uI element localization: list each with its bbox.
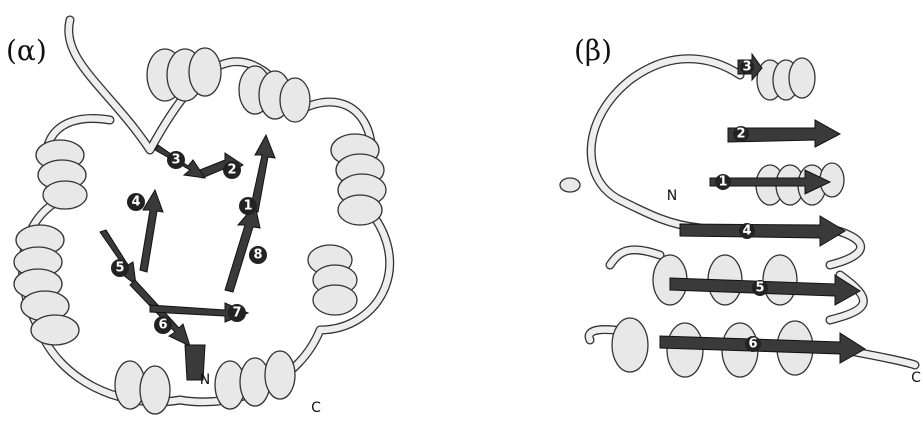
alpha-strand-label-1: 1 xyxy=(243,199,252,214)
helix-lower-right xyxy=(308,245,357,315)
panel-alpha: (α) xyxy=(0,0,470,430)
beta-loops xyxy=(560,59,915,365)
panel-beta: (β) xyxy=(470,0,923,430)
alpha-strand-label-7: 7 xyxy=(232,306,241,321)
beta-c-terminus: C xyxy=(911,370,921,386)
alpha-c-terminus: C xyxy=(311,400,321,416)
beta-strand-label-5: 5 xyxy=(755,281,764,296)
alpha-strand-label-4: 4 xyxy=(131,195,140,210)
beta-strand-4-arrow xyxy=(680,216,845,246)
helix-top-left xyxy=(147,48,221,101)
beta-strand-label-6: 6 xyxy=(748,337,757,352)
beta-strand-label-2: 2 xyxy=(736,127,745,142)
alpha-structure-diagram: 1 2 3 4 5 6 7 8 N C xyxy=(0,0,470,430)
helix-right xyxy=(331,134,386,225)
alpha-strand-label-2: 2 xyxy=(227,163,236,178)
helix-upper-left xyxy=(36,140,87,209)
beta-strand-label-4: 4 xyxy=(742,224,751,239)
beta-structure-diagram: 1 2 3 4 5 6 N C xyxy=(470,0,923,430)
beta-strand-label-1: 1 xyxy=(718,175,727,190)
helix-top xyxy=(757,58,815,100)
alpha-strand-label-5: 5 xyxy=(115,261,124,276)
helix-left xyxy=(14,225,79,345)
alpha-strand-label-6: 6 xyxy=(158,318,167,333)
alpha-strand-label-3: 3 xyxy=(171,153,180,168)
helix-top-right xyxy=(239,66,310,122)
beta-n-terminus: N xyxy=(667,188,677,204)
alpha-strands xyxy=(100,135,275,380)
alpha-strand-label-8: 8 xyxy=(253,248,262,263)
alpha-n-terminus: N xyxy=(200,372,210,388)
beta-strand-label-3: 3 xyxy=(742,60,751,75)
